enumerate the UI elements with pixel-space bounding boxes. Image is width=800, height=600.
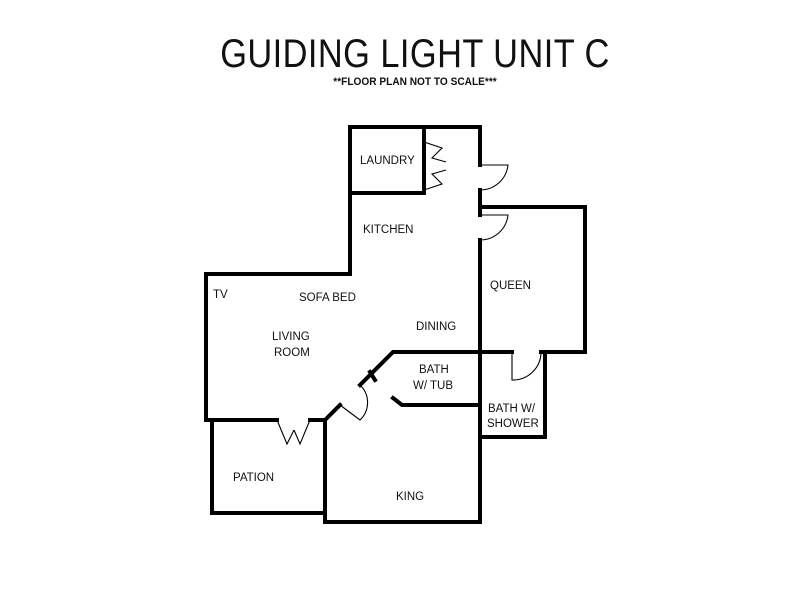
doors bbox=[276, 141, 542, 446]
room-label-queen: QUEEN bbox=[490, 280, 531, 292]
door-patio bbox=[276, 419, 311, 446]
room-label-king: KING bbox=[396, 491, 424, 503]
room-label-pation: PATION bbox=[233, 472, 274, 484]
wall-queen bbox=[478, 205, 587, 354]
wall-laundry bbox=[348, 125, 482, 197]
room-label-laundry: LAUNDRY bbox=[360, 155, 415, 167]
door-queen-shower bbox=[511, 351, 542, 381]
wall-bath-tub bbox=[390, 395, 482, 407]
door-king bbox=[339, 384, 369, 421]
wall-king bbox=[323, 402, 482, 524]
room-label-dining: DINING bbox=[416, 321, 456, 333]
walls bbox=[204, 125, 587, 524]
wall-living bbox=[204, 193, 352, 422]
wall-bath-shower bbox=[478, 350, 547, 439]
wall-bath-stub bbox=[367, 369, 378, 383]
door-queen bbox=[479, 214, 509, 241]
plan-title: GUIDING LIGHT UNIT C bbox=[220, 32, 610, 76]
room-label-kitchen: KITCHEN bbox=[363, 224, 413, 236]
door-corridor-upper bbox=[479, 164, 509, 191]
plan-subtitle: **FLOOR PLAN NOT TO SCALE*** bbox=[333, 76, 497, 88]
room-label-bath-shower-line2: SHOWER bbox=[487, 418, 539, 430]
wall-patio bbox=[210, 418, 327, 515]
room-label-living-line1: LIVING bbox=[272, 331, 310, 343]
room-label-sofa-bed: SOFA BED bbox=[299, 292, 356, 304]
room-label-bath-tub-line2: W/ TUB bbox=[413, 380, 453, 392]
room-label-living-line2: ROOM bbox=[274, 347, 310, 359]
room-label-bath-tub-line1: BATH bbox=[419, 364, 449, 376]
room-label-tv: TV bbox=[213, 289, 228, 301]
room-label-bath-shower-line1: BATH W/ bbox=[488, 403, 536, 415]
laundry-bifold-door bbox=[423, 141, 447, 191]
